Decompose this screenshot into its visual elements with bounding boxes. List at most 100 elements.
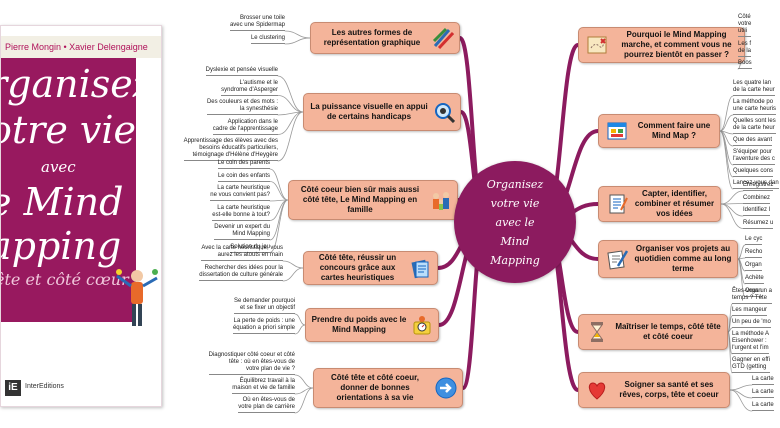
branch-subtopic[interactable]: Dyslexie et pensée visuelle <box>205 67 278 76</box>
branch-node[interactable]: La puissance visuelle en appui de certai… <box>303 93 461 131</box>
hourglass-icon <box>591 322 603 342</box>
branch-node[interactable]: Capter, identifier, combiner et résumer … <box>598 186 721 222</box>
branch-subtopic[interactable]: La carte <box>752 389 774 398</box>
book-authors-text: Pierre Mongin • Xavier Delengaigne <box>5 42 148 52</box>
branch-node[interactable]: Organiser vos projets au quotidien comme… <box>598 240 738 278</box>
magnifier-icon <box>435 103 455 123</box>
branch-label: Soigner sa santé et ses rêves, corps, tê… <box>619 380 719 399</box>
branch-label: Comment faire une Mind Map ? <box>637 121 711 140</box>
branch-node[interactable]: Côté coeur bien sûr mais aussi côté tête… <box>288 180 458 220</box>
book-cover: Pierre Mongin • Xavier Delengaigne rgani… <box>0 25 162 407</box>
book-title-line: rganisez <box>1 62 136 106</box>
publisher-logo-icon: iE <box>5 380 21 396</box>
branch-subtopic[interactable]: Le clustering <box>250 35 285 44</box>
branch-subtopic[interactable]: Des couleurs et des mots :la synesthésie <box>206 99 278 115</box>
branch-subtopic[interactable]: Solution du jeu <box>230 244 270 253</box>
book-title-line: otre vie <box>1 108 136 152</box>
pen-paper-icon <box>607 250 628 270</box>
branch-subtopic[interactable]: Organ <box>745 262 762 271</box>
branch-subtopic[interactable]: Quelques cons <box>733 168 774 177</box>
branch-subtopic[interactable]: Organ <box>745 288 762 297</box>
book-cover-title: rganisez otre vie avec e Mind apping ête… <box>1 58 136 322</box>
central-topic[interactable]: Organisez votre vie avec le Mind Mapping <box>454 161 576 283</box>
branch-subtopic[interactable]: Le coin des parents <box>217 160 270 169</box>
book-authors: Pierre Mongin • Xavier Delengaigne <box>1 36 161 58</box>
branch-subtopic[interactable]: La carte <box>752 402 774 411</box>
branch-label: Pourquoi le Mind Mapping marche, et comm… <box>621 30 732 59</box>
book-title-line: avec <box>41 158 76 176</box>
branch-subtopic[interactable]: Le cyc <box>745 236 763 245</box>
branch-label: Côté tête et côté coeur, donner de bonne… <box>330 373 420 402</box>
branch-subtopic[interactable]: Un peu de 'mo <box>732 319 771 328</box>
heart-icon <box>588 382 606 400</box>
branch-subtopic[interactable]: Boos <box>738 60 752 69</box>
pencils-icon <box>432 27 454 49</box>
branch-node[interactable]: Soigner sa santé et ses rêves, corps, tê… <box>578 372 730 408</box>
branch-node[interactable]: Comment faire une Mind Map ? <box>598 114 720 148</box>
branch-label: Capter, identifier, combiner et résumer … <box>634 189 715 218</box>
branch-label: Côté tête, réussir un concours grâce aux… <box>318 253 397 282</box>
branch-subtopic[interactable]: Combinez <box>743 195 771 204</box>
juggler-illustration-icon <box>116 269 158 326</box>
central-topic-line: Organisez <box>486 177 544 191</box>
branch-subtopic[interactable]: Le coin des enfants <box>217 173 270 182</box>
central-topic-line: avec le <box>495 215 535 229</box>
branch-subtopic[interactable]: La carte <box>752 376 774 385</box>
notepad-icon <box>609 194 628 214</box>
window-icon <box>607 122 627 140</box>
treasure-map-icon <box>587 36 607 54</box>
branch-node[interactable]: Côté tête, réussir un concours grâce aux… <box>303 251 438 285</box>
branch-label: Organiser vos projets au quotidien comme… <box>634 244 732 273</box>
branch-node[interactable]: Côté tête et côté coeur, donner de bonne… <box>313 368 463 408</box>
branch-subtopic[interactable]: Identifiez l <box>743 207 771 216</box>
branch-node[interactable]: Prendre du poids avec le Mind Mapping <box>305 308 439 342</box>
publisher: iE InterEditions <box>1 378 161 400</box>
branch-label: Les autres formes de représentation grap… <box>323 28 421 47</box>
branch-subtopic[interactable]: Résumez u <box>743 220 774 229</box>
arrow-icon <box>435 377 457 399</box>
branch-subtopic[interactable]: Achète <box>745 275 764 284</box>
book-title-line: apping <box>1 224 122 268</box>
branch-subtopic[interactable]: Les mangeur <box>732 307 768 316</box>
book-subtitle: ête et côté cœur <box>1 270 129 289</box>
branch-subtopic[interactable]: Que des avant <box>733 137 773 146</box>
branch-label: La puissance visuelle en appui de certai… <box>310 102 428 121</box>
branch-subtopic[interactable]: Lancez-vous dan <box>733 180 779 189</box>
branch-subtopic[interactable]: Enregistrez <box>743 182 774 191</box>
central-topic-line: Mind <box>500 234 530 248</box>
scale-icon <box>413 316 431 335</box>
publisher-name: InterEditions <box>25 383 64 390</box>
family-icon <box>433 192 449 210</box>
branch-node[interactable]: Pourquoi le Mind Mapping marche, et comm… <box>578 27 745 63</box>
book-title-line: e Mind <box>1 180 124 224</box>
central-topic-line: votre vie <box>490 196 540 210</box>
branch-label: Côté coeur bien sûr mais aussi côté tête… <box>300 185 420 214</box>
branch-node[interactable]: Les autres formes de représentation grap… <box>310 22 460 54</box>
branch-subtopic[interactable]: Recho <box>745 249 763 258</box>
branch-node[interactable]: Maîtriser le temps, côté tête et côté co… <box>578 314 728 350</box>
